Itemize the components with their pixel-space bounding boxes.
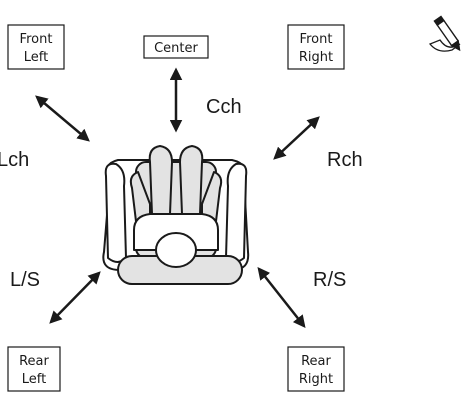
- right-surround-label: R/S: [313, 269, 346, 291]
- rear-right-line1: Rear: [301, 354, 331, 369]
- left-channel-label: Lch: [0, 149, 29, 171]
- rear-right-speaker-box: Rear Right: [288, 347, 344, 391]
- listener-seat-illustration: [103, 146, 248, 284]
- front-left-line2: Left: [24, 50, 48, 65]
- rear-left-line1: Rear: [19, 354, 49, 369]
- front-right-speaker-box: Front Right: [288, 25, 344, 69]
- front-left-line1: Front: [20, 32, 53, 47]
- rear-left-line2: Left: [22, 372, 46, 387]
- left-surround-label: L/S: [10, 269, 40, 291]
- rear-right-line2: Right: [299, 372, 333, 387]
- rear-left-speaker-box: Rear Left: [8, 347, 60, 391]
- front-right-line1: Front: [300, 32, 333, 47]
- front-left-speaker-box: Front Left: [8, 25, 64, 69]
- front-right-arrow: [275, 118, 318, 158]
- center-label: Center: [154, 41, 198, 56]
- front-right-line2: Right: [299, 50, 333, 65]
- center-speaker-box: Center: [144, 36, 208, 58]
- rear-left-arrow: [51, 273, 99, 322]
- rear-right-arrow: [259, 269, 304, 326]
- center-channel-label: Cch: [206, 96, 242, 118]
- front-left-arrow: [37, 97, 88, 140]
- right-channel-label: Rch: [327, 149, 363, 171]
